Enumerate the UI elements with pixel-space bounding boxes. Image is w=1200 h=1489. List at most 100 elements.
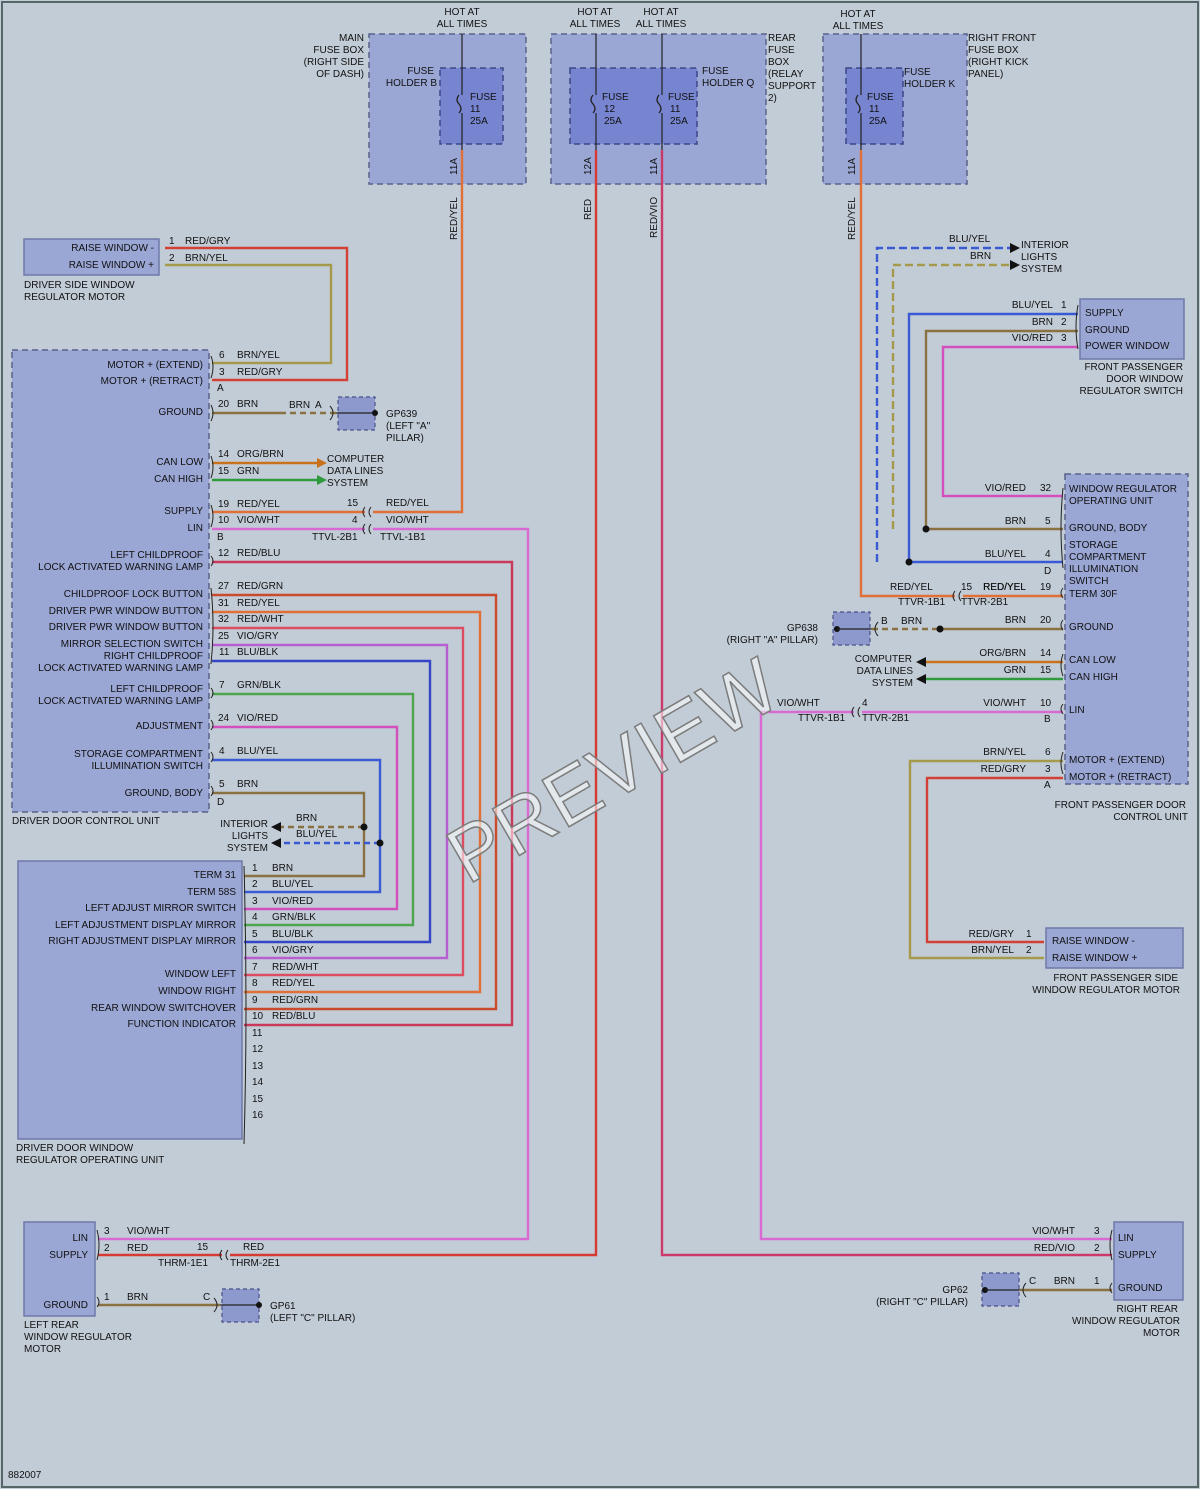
- wire-color-red-yel-1: RED/YEL: [449, 197, 460, 240]
- wrou-wire: RED/YEL: [983, 582, 1026, 593]
- driver-door-control-unit: MOTOR + (EXTEND) MOTOR + (RETRACT) GROUN…: [11, 349, 284, 827]
- wire-interior-brn-right: [891, 263, 1010, 529]
- ddwr-pin: TERM 31: [194, 870, 237, 881]
- fuse-b-element-icon: [456, 94, 462, 114]
- wire-red-grn: [212, 593, 498, 1011]
- ddwr-wire: RED/BLU: [272, 1011, 315, 1022]
- wrou-wire: BRN/YEL: [983, 747, 1026, 758]
- ddcu-wire: RED/BLU: [237, 548, 280, 559]
- ttvr-lin-num: 4: [862, 698, 868, 709]
- ddwr-num: 9: [252, 995, 258, 1006]
- interior-right-wire-1: BLU/YEL: [949, 234, 991, 245]
- ddcu-conn-b: B: [217, 532, 224, 543]
- wrou-conn-b: B: [1044, 714, 1051, 725]
- ddcu-num: 4: [219, 746, 225, 757]
- ddwr-wire: VIO/RED: [272, 896, 313, 907]
- wire-vio-red-ddwr: [212, 725, 399, 911]
- thrm-conn-1: THRM-1E1: [158, 1258, 208, 1269]
- dsw-wire-1: RED/GRY: [185, 236, 231, 247]
- wrou-pin: TERM 30F: [1069, 589, 1117, 600]
- wrou-pin: COMPARTMENT: [1069, 552, 1146, 563]
- ddwr-num: 11: [252, 1028, 263, 1039]
- wire-red-wht: [212, 626, 465, 977]
- ddwr-num: 13: [252, 1061, 264, 1072]
- ddwr-num: 7: [252, 962, 258, 973]
- wire-fps-vio-red: [941, 345, 1078, 498]
- fuse-k-element-icon: [855, 94, 861, 114]
- ddcu-wire: RED/GRY: [237, 367, 283, 378]
- fpm-body: [1045, 927, 1184, 969]
- junction-dot: [376, 839, 384, 847]
- ddcu-wire: GRN: [237, 466, 259, 477]
- ddcu-pin: STORAGE COMPARTMENT: [74, 749, 203, 760]
- wrou-num: 32: [1040, 483, 1052, 494]
- arrow-right-icon: [317, 475, 327, 485]
- junctions: [360, 525, 944, 847]
- ground-point-icon: [372, 410, 378, 416]
- ddwr-wire: BLU/YEL: [272, 879, 314, 890]
- arrow-right-icon: [1010, 243, 1020, 253]
- ddwr-num: 5: [252, 929, 258, 940]
- ddcu-wire: VIO/WHT: [237, 515, 280, 526]
- ddwr-pin: WINDOW RIGHT: [158, 986, 236, 997]
- ddcu-wire: RED/YEL: [237, 598, 280, 609]
- wire-vio-gry: [212, 643, 449, 960]
- ddcu-num: 31: [218, 598, 230, 609]
- fpm-wire: RED/GRY: [969, 929, 1015, 940]
- wrou-pin: ILLUMINATION: [1069, 564, 1138, 575]
- fuse-q11-element-icon: [656, 94, 662, 114]
- ddwr-num: 4: [252, 912, 258, 923]
- gp61-label: GP61(LEFT "C" PILLAR): [270, 1301, 355, 1324]
- ddcu-wire: BLU/YEL: [237, 746, 279, 757]
- wire-lin-right: [759, 710, 1112, 1241]
- ddwr-pin: RIGHT ADJUSTMENT DISPLAY MIRROR: [48, 936, 236, 947]
- lrm-connector-brackets: [96, 1229, 100, 1308]
- ddcu-wire: GRN/BLK: [237, 680, 281, 691]
- ttvl-conn-1: TTVL-2B1: [312, 532, 358, 543]
- ddcu-pin: GROUND, BODY: [125, 788, 204, 799]
- wire-blu-blk: [212, 659, 432, 944]
- ttvr-lin-splice: VIO/WHT 4 TTVR-1B1 TTVR-2B1: [777, 698, 910, 724]
- wire-interior-bluyel-right: [875, 246, 1010, 562]
- front-passenger-window-motor: RAISE WINDOW - RAISE WINDOW + 1 2 RED/GR…: [969, 927, 1184, 996]
- ddcu-pin: MOTOR + (EXTEND): [107, 360, 203, 371]
- ddcu-body: [11, 349, 210, 813]
- wrou-pin: MOTOR + (RETRACT): [1069, 772, 1171, 783]
- ttvr-conn-2: TTVR-2B1: [961, 597, 1009, 608]
- rrm-num: 2: [1094, 1243, 1100, 1254]
- dsw-num-1: 1: [169, 236, 175, 247]
- ddwr-pin: LEFT ADJUST MIRROR SWITCH: [85, 903, 236, 914]
- fuse-holder-b: [439, 67, 504, 145]
- lrm-num: 3: [104, 1226, 110, 1237]
- dsw-num-2: 2: [169, 253, 175, 264]
- splice-connectors: [219, 506, 962, 1261]
- rrm-pin: LIN: [1118, 1233, 1134, 1244]
- lrm-wire: BRN: [127, 1292, 148, 1303]
- gp638-label: GP638(RIGHT "A" PILLAR): [727, 623, 819, 646]
- wires: [98, 150, 1112, 1307]
- lrm-pin: LIN: [72, 1233, 88, 1244]
- ddcu-pin: CHILDPROOF LOCK BUTTON: [64, 589, 203, 600]
- ddcu-pin: DRIVER PWR WINDOW BUTTON: [49, 606, 203, 617]
- connector-ttvl-supply-icon: [362, 506, 372, 518]
- interior-left-wire-1: BRN: [296, 813, 317, 824]
- junction-dot: [360, 823, 368, 831]
- wrou-wire: GRN: [1004, 665, 1026, 676]
- gp638-connector-icon: [874, 621, 879, 637]
- ddwr-pin: LEFT ADJUSTMENT DISPLAY MIRROR: [55, 920, 236, 931]
- gp638-wire: BRN: [901, 616, 922, 627]
- fuse-b-circuit: 11A: [449, 158, 460, 175]
- connector-ttvr-supply-icon: [952, 590, 962, 602]
